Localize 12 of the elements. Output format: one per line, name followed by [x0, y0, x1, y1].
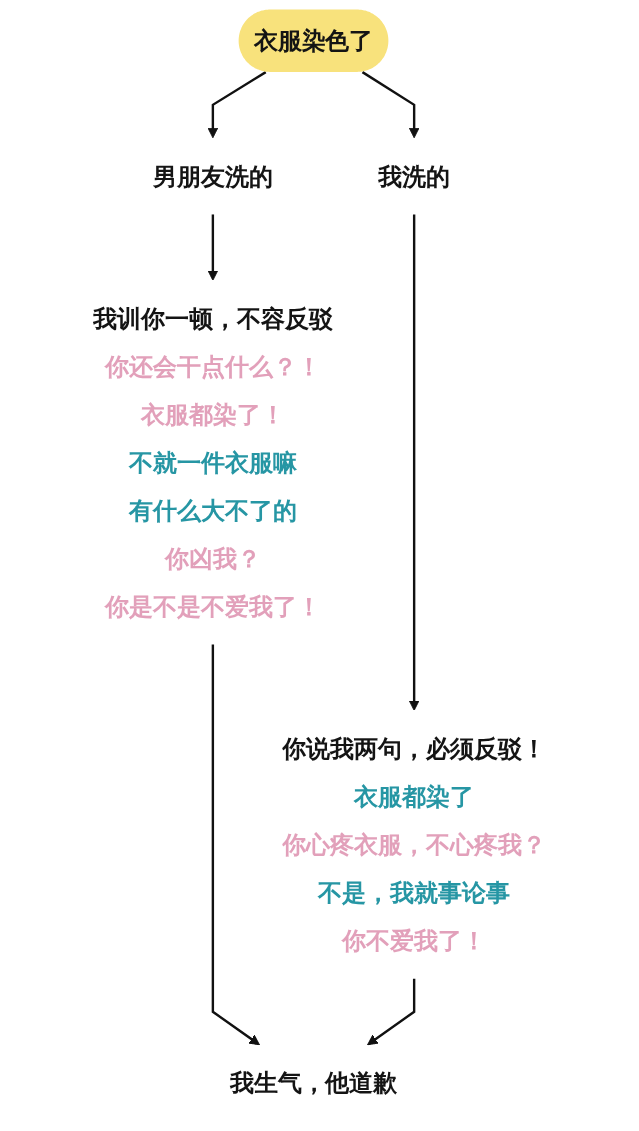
- node-text: 你说我两句，必须反驳！ 衣服都染了 你心疼衣服，不心疼我？ 不是，我就事论事 你不爱我了！: [282, 734, 546, 955]
- arrow: [367, 978, 416, 1046]
- node-text: 我生气，他道歉: [229, 1068, 398, 1098]
- node-text: 男朋友洗的: [152, 161, 273, 191]
- arrow: [211, 644, 260, 1046]
- arrow: [207, 214, 219, 281]
- arrow: [207, 71, 267, 139]
- arrow: [408, 214, 420, 711]
- node-box: 衣服染色了: [238, 9, 389, 72]
- node-text: 我训你一顿，不容反驳 你还会干点什么？！ 衣服都染了！ 不就一件衣服嘛 有什么大不了的 你凶我？ 你是不是不爱我了！: [93, 304, 333, 621]
- node-text: 我洗的: [378, 161, 451, 191]
- arrow: [361, 71, 420, 139]
